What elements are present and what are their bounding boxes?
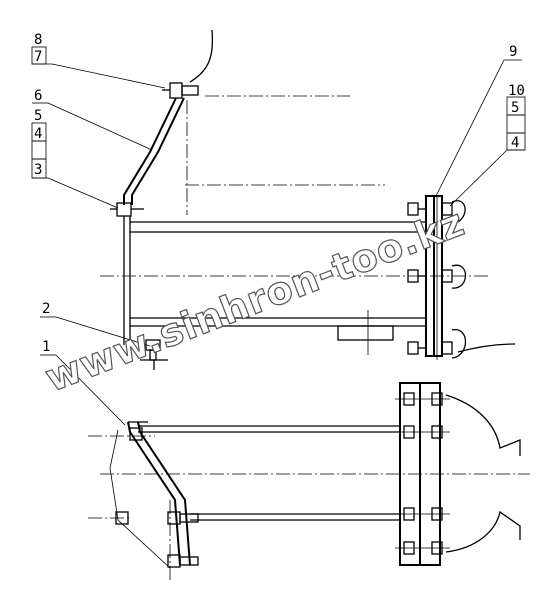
lower-flange-bolts: [395, 392, 450, 555]
watermark: www.sinhron-too.kz: [39, 200, 470, 401]
label-2: 2: [42, 301, 50, 317]
leader-lines: [32, 59, 525, 426]
top-nut: [169, 82, 183, 99]
label-4-right: 4: [511, 135, 519, 151]
flange-bolts: [407, 196, 453, 360]
label-boxes: [31, 46, 526, 179]
label-4: 4: [34, 126, 42, 142]
label-7: 7: [34, 49, 42, 65]
label-10: 10: [508, 83, 525, 99]
label-3: 3: [34, 162, 42, 178]
label-1: 1: [42, 339, 50, 355]
top-bolt-shank: [181, 85, 199, 96]
label-8: 8: [34, 32, 42, 48]
label-6: 6: [34, 88, 42, 104]
lower-flange-right: [419, 382, 441, 566]
lower-view: [88, 382, 530, 580]
label-5-right: 5: [511, 100, 519, 116]
part-labels: 8 7 6 5 4 3 9 10 5 4 2 1: [34, 32, 525, 355]
bent-bracket: [123, 97, 177, 205]
label-9: 9: [509, 44, 517, 60]
label-5: 5: [34, 108, 42, 124]
housing-contour: [189, 29, 214, 83]
upper-bracket-assembly: [110, 29, 385, 217]
upper-frame: [100, 195, 516, 370]
